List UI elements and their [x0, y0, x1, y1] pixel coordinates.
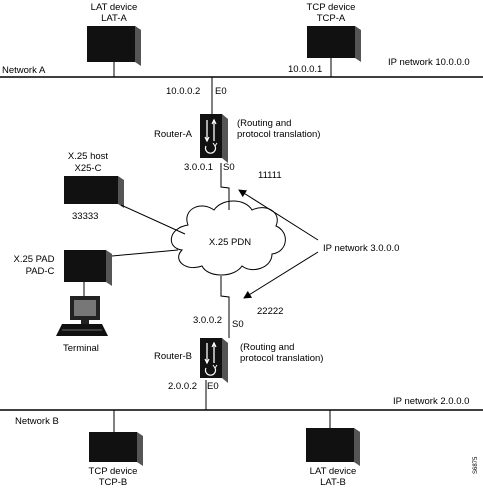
x25-host-address: 33333: [72, 211, 98, 222]
router-a-e0-address: 10.0.0.2: [166, 86, 200, 97]
x25-host-link: [120, 204, 186, 235]
x25-pad-link: [111, 249, 179, 257]
router-b-s0-label: S0: [232, 319, 244, 330]
network-a-label: Network A: [2, 65, 46, 76]
ip-network-2-label: IP network 2.0.0.0: [393, 396, 469, 407]
tcp-a-type-label: TCP device: [307, 2, 356, 13]
lat-a-name-label: LAT-A: [101, 13, 127, 24]
ip-network-3-arrow-up: [238, 189, 319, 241]
terminal-label: Terminal: [63, 343, 99, 354]
router-b-serial-link: [220, 276, 230, 338]
x25-pdn-cloud: [171, 200, 286, 276]
lat-b-type-label: LAT device: [310, 466, 357, 477]
x25-host-type-label: X.25 host: [68, 151, 108, 162]
x25-host-icon: [64, 176, 124, 208]
x25-host-name-label: X25-C: [75, 163, 102, 174]
router-b-note-line1: (Routing and: [240, 342, 294, 353]
router-b-s0-address: 3.0.0.2: [193, 315, 222, 326]
router-a-note-line2: protocol translation): [237, 129, 320, 140]
router-b-e0-label: E0: [207, 381, 219, 392]
ip-network-3-label: IP network 3.0.0.0: [323, 243, 399, 254]
lat-a-device-icon: [87, 26, 141, 66]
tcp-b-type-label: TCP device: [89, 466, 138, 477]
lat-b-device-icon: [306, 428, 360, 466]
tcp-a-name-label: TCP-A: [317, 13, 346, 24]
tcp-a-address: 10.0.0.1: [288, 64, 322, 75]
router-a-note-line1: (Routing and: [237, 118, 291, 129]
x25-pad-type-label: X.25 PAD: [13, 254, 54, 265]
figure-id: S6875: [473, 456, 479, 474]
router-a-name: Router-A: [154, 129, 193, 140]
router-a-serial-link: [220, 163, 230, 210]
router-b-note-line2: protocol translation): [240, 353, 323, 364]
router-a-e0-label: E0: [215, 86, 227, 97]
router-a-x25-address: 11111: [258, 170, 282, 181]
terminal-icon: [56, 296, 108, 336]
tcp-b-device-icon: [89, 432, 143, 466]
router-b-name: Router-B: [154, 351, 192, 362]
x25-pdn-label: X.25 PDN: [209, 237, 251, 248]
router-b-e0-address: 2.0.0.2: [168, 381, 197, 392]
tcp-b-name-label: TCP-B: [99, 477, 128, 488]
router-a-icon: [200, 114, 228, 163]
x25-pad-name-label: PAD-C: [26, 266, 55, 277]
router-b-icon: [200, 338, 228, 383]
ip-network-3-arrow-down: [243, 251, 319, 299]
router-a-s0-address: 3.0.0.1: [184, 162, 213, 173]
tcp-a-device-icon: [307, 26, 361, 62]
router-a-s0-label: S0: [223, 162, 235, 173]
network-b-label: Network B: [15, 416, 59, 427]
x25-pad-icon: [64, 250, 112, 286]
ip-network-10-label: IP network 10.0.0.0: [388, 57, 470, 68]
lat-a-type-label: LAT device: [91, 2, 138, 13]
router-b-x25-address: 22222: [257, 306, 283, 317]
lat-b-name-label: LAT-B: [320, 477, 346, 488]
